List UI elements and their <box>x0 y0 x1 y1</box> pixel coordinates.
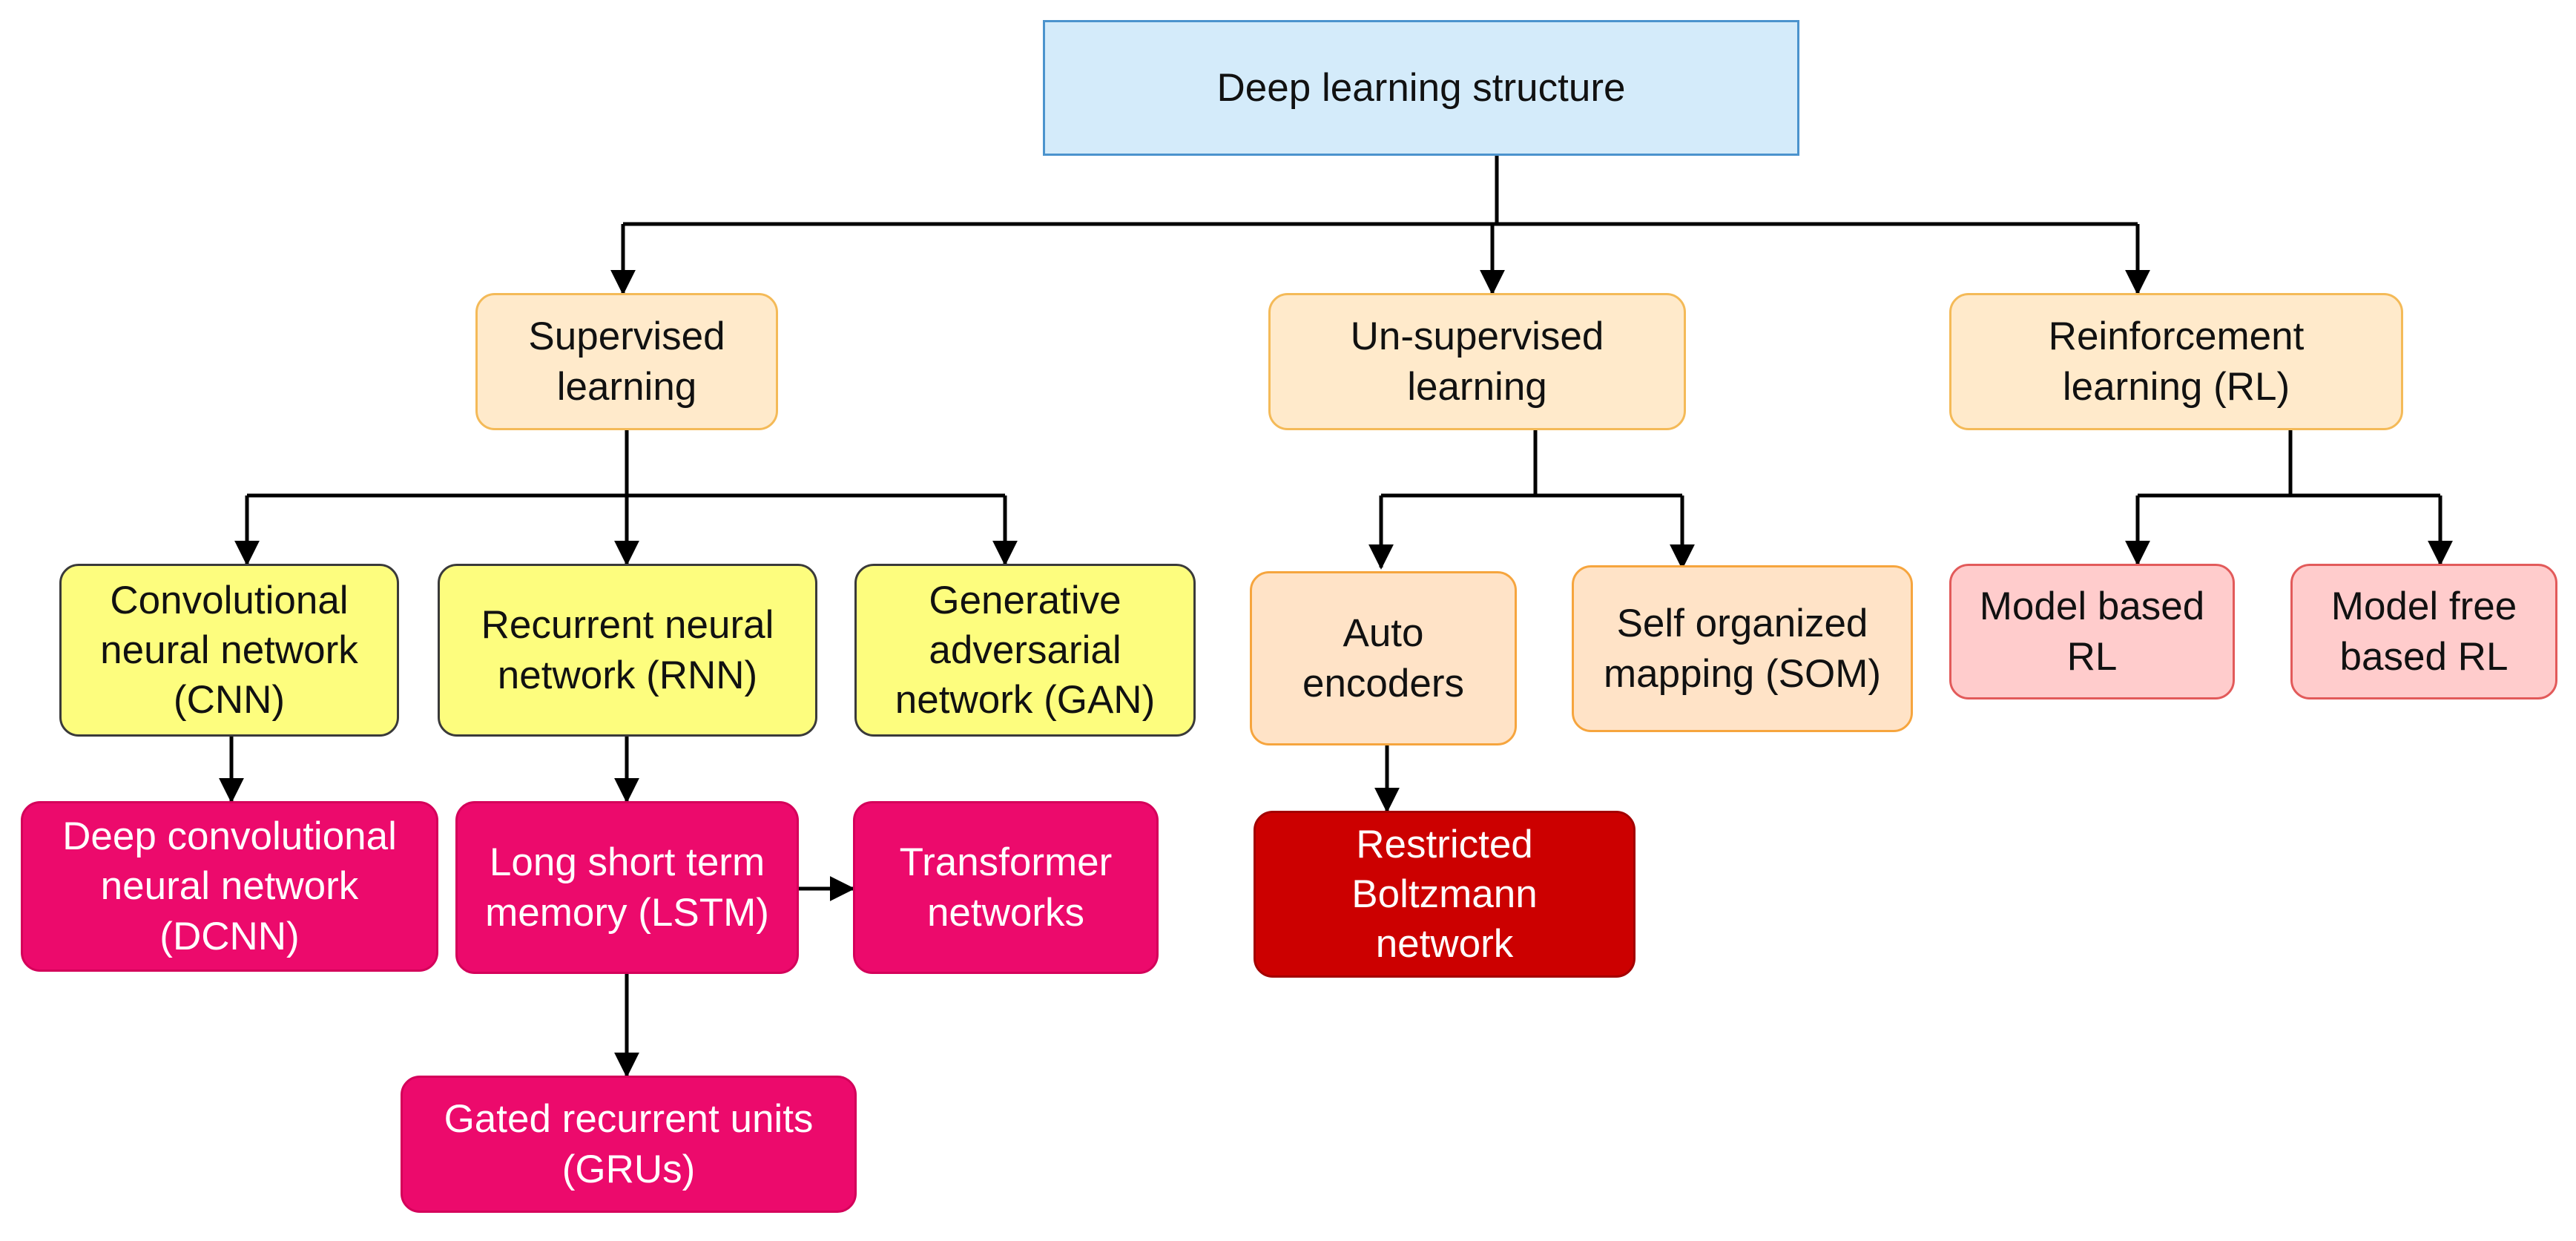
node-reinforcement-learning: Reinforcement learning (RL) <box>1949 293 2403 430</box>
node-restricted-boltzmann-network: Restricted Boltzmann network <box>1254 811 1635 978</box>
node-gru: Gated recurrent units (GRUs) <box>401 1076 857 1213</box>
node-cnn: Convolutional neural network (CNN) <box>59 564 399 737</box>
node-rnn: Recurrent neural network (RNN) <box>438 564 817 737</box>
node-transformer-networks: Transformer networks <box>853 801 1159 974</box>
node-supervised-learning: Supervised learning <box>475 293 778 430</box>
node-gan: Generative adversarial network (GAN) <box>854 564 1196 737</box>
node-self-organized-mapping: Self organized mapping (SOM) <box>1572 565 1913 732</box>
node-lstm: Long short term memory (LSTM) <box>455 801 799 974</box>
node-unsupervised-learning: Un-supervised learning <box>1268 293 1686 430</box>
node-model-based-rl: Model based RL <box>1949 564 2235 699</box>
node-auto-encoders: Auto encoders <box>1250 571 1517 745</box>
node-deep-learning-structure: Deep learning structure <box>1043 20 1799 156</box>
node-model-free-rl: Model free based RL <box>2290 564 2557 699</box>
node-dcnn: Deep convolutional neural network (DCNN) <box>21 801 438 972</box>
